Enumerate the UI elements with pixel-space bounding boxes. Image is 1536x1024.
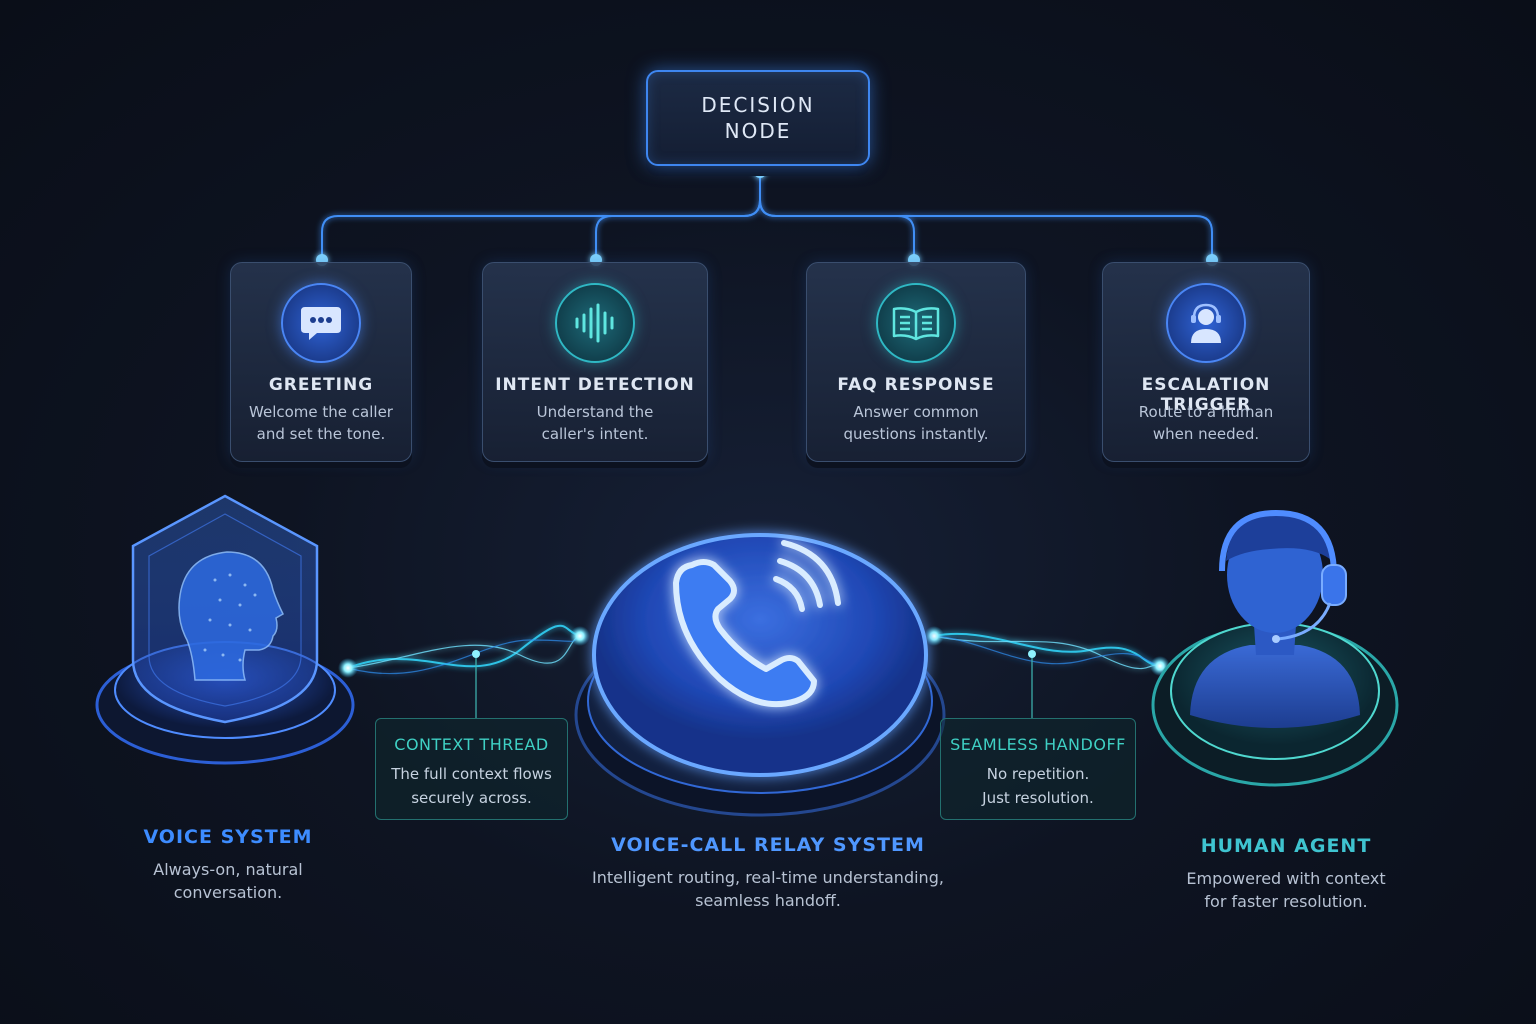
voice-system-title: VOICE SYSTEM	[143, 826, 313, 848]
context-thread-box: CONTEXT THREAD The full context flows se…	[375, 718, 568, 820]
decision-node[interactable]: DECISION NODE	[646, 70, 870, 166]
step-card-greeting[interactable]: GREETING Welcome the caller and set the …	[230, 262, 412, 462]
step-card-intent-detection[interactable]: INTENT DETECTION Understand the caller's…	[482, 262, 708, 462]
relay-system-title: VOICE-CALL RELAY SYSTEM	[611, 834, 925, 856]
human-agent-title: HUMAN AGENT	[1200, 835, 1372, 857]
context-thread-description: The full context flows securely across.	[391, 765, 552, 807]
wire-escalation	[759, 199, 1213, 260]
wire-intent	[595, 199, 761, 260]
relay-phone-pedestal[interactable]	[570, 505, 950, 820]
relay-system-description: Intelligent routing, real-time understan…	[592, 868, 944, 910]
seamless-handoff-box: SEAMLESS HANDOFF No repetition. Just res…	[940, 718, 1136, 820]
human-agent-label: HUMAN AGENT Empowered with context for f…	[1158, 835, 1414, 913]
voice-system-hologram[interactable]	[95, 490, 365, 780]
headset-icon	[1219, 509, 1337, 576]
step-title: ESCALATION TRIGGER	[1141, 375, 1271, 415]
seamless-handoff-description: No repetition. Just resolution.	[982, 765, 1094, 807]
step-description: Route to a human when needed.	[1138, 403, 1274, 443]
relay-system-label: VOICE-CALL RELAY SYSTEM Intelligent rout…	[560, 834, 976, 912]
step-card-escalation-trigger[interactable]: ESCALATION TRIGGER Route to a human when…	[1102, 262, 1310, 462]
voice-system-label: VOICE SYSTEM Always-on, natural conversa…	[110, 826, 346, 904]
step-card-faq-response[interactable]: FAQ RESPONSE Answer common questions ins…	[806, 262, 1026, 462]
step-title: INTENT DETECTION	[495, 375, 695, 395]
human-agent-avatar[interactable]	[1150, 505, 1400, 795]
seamless-handoff-title: SEAMLESS HANDOFF	[950, 735, 1126, 754]
human-agent-description: Empowered with context for faster resolu…	[1186, 869, 1386, 911]
wire-faq	[759, 199, 915, 260]
phone-icon	[673, 540, 841, 708]
context-thread-title: CONTEXT THREAD	[394, 735, 549, 754]
agent-silhouette-icon	[1190, 511, 1360, 728]
headset-user-icon	[1166, 283, 1246, 363]
step-title: FAQ RESPONSE	[837, 375, 995, 395]
waveform-icon	[555, 283, 635, 363]
human-head-icon	[178, 551, 284, 681]
voice-system-description: Always-on, natural conversation.	[153, 860, 303, 902]
chat-bubble-icon	[281, 283, 361, 363]
step-description: Understand the caller's intent.	[536, 403, 654, 443]
open-book-icon	[876, 283, 956, 363]
step-title: GREETING	[268, 375, 374, 395]
step-description: Welcome the caller and set the tone.	[249, 403, 393, 443]
step-description: Answer common questions instantly.	[843, 403, 989, 443]
